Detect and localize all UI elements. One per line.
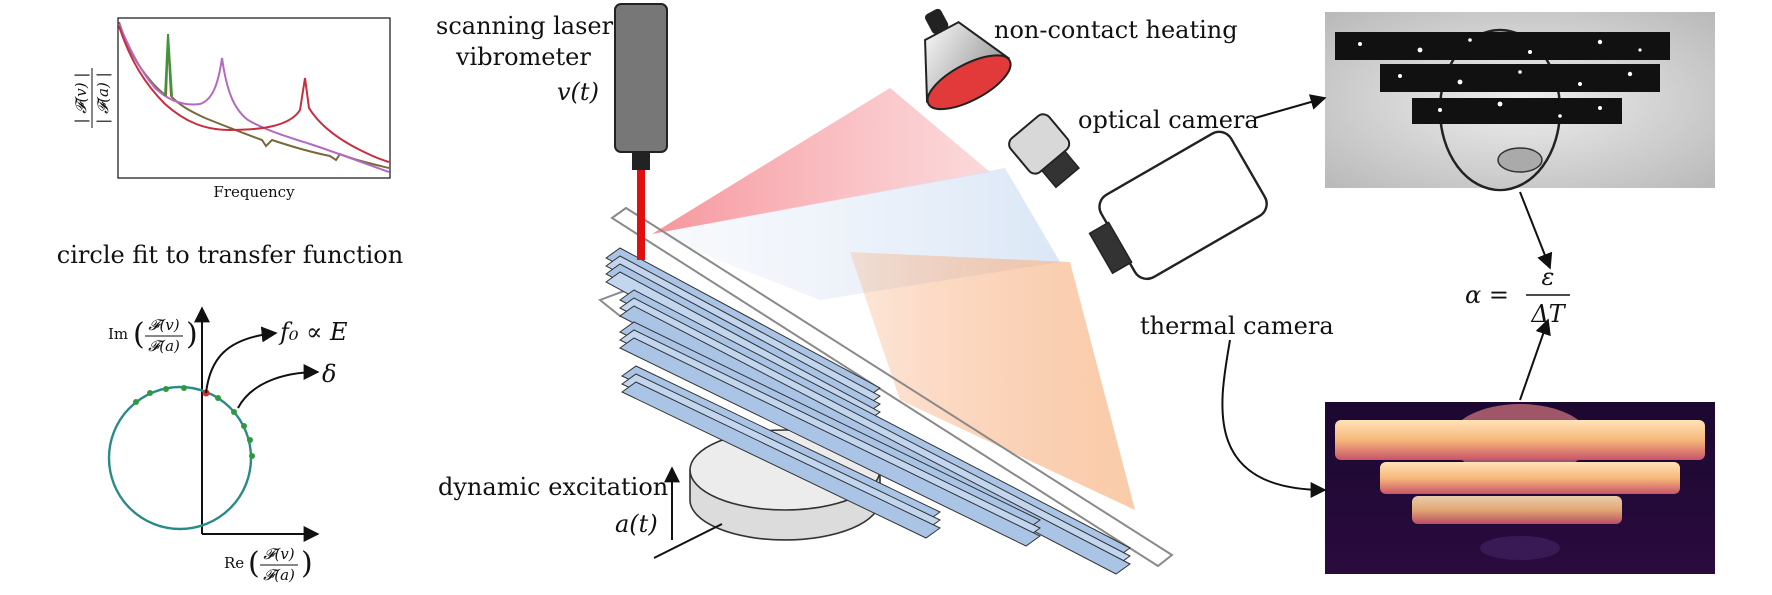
re-label: Re ( 𝓕(v) 𝓕(a) ): [224, 545, 313, 584]
dynamic-excitation-label: dynamic excitation: [438, 473, 668, 501]
im-label: Im ( 𝓕(v) 𝓕(a) ): [108, 316, 198, 355]
beam-stack-mid: [619, 321, 1041, 547]
thermal-camera-cone: [850, 252, 1135, 510]
svg-text:𝓕(v): 𝓕(v): [263, 545, 294, 563]
laser-beam: [637, 170, 645, 260]
thermal-image: [1325, 402, 1715, 574]
curve-red: [118, 25, 390, 163]
optical-camera-label: optical camera: [1078, 106, 1259, 134]
circle-fit-title: circle fit to transfer function: [57, 241, 403, 269]
velocity-label: v(t): [557, 78, 599, 106]
svg-text:𝓕(a): 𝓕(a): [148, 337, 180, 355]
plot-frame: [117, 17, 391, 179]
alpha-formula-denominator: ΔT: [1530, 300, 1566, 328]
f0-arrow: [205, 326, 278, 394]
y-axis-label-transfer: | 𝓕(v) | | 𝓕(a) |: [72, 68, 112, 128]
scanning-laser-label-line2: vibrometer: [455, 43, 591, 71]
optical-camera: [1008, 113, 1080, 189]
svg-text:𝓕(v): 𝓕(v): [148, 316, 179, 334]
non-contact-heating-label: non-contact heating: [994, 16, 1238, 44]
fit-circle: [107, 385, 253, 531]
alpha-formula: α = ε ΔT: [1465, 263, 1570, 328]
curve-purple: [118, 23, 390, 173]
svg-text:): ): [186, 317, 198, 352]
optical-image: [1325, 12, 1715, 192]
heating-cone: [652, 88, 990, 234]
laser-vibrometer: [614, 3, 668, 260]
scanning-laser-label-line1: scanning laser: [436, 12, 614, 40]
delta-label: δ: [322, 360, 336, 388]
alpha-formula-lhs: α =: [1465, 281, 1509, 309]
f0-label: f₀ ∝ E: [278, 318, 348, 346]
svg-text:(: (: [133, 317, 145, 352]
thermal-to-formula-arrow: [1519, 318, 1551, 401]
svg-text:Re: Re: [224, 554, 244, 572]
measurement-points: [133, 385, 255, 459]
curve-green: [164, 33, 173, 97]
optical-camera-arrow: [1254, 94, 1327, 119]
svg-text:(: (: [248, 546, 260, 581]
setup-illustration: [598, 3, 1268, 575]
excitation-pointer: [653, 523, 723, 559]
delta-arrow: [237, 364, 320, 409]
beam-stack-low: [621, 365, 941, 539]
thermal-camera-arrow: [1221, 339, 1327, 498]
thermal-camera: [1088, 130, 1268, 281]
thermal-camera-label: thermal camera: [1140, 312, 1334, 340]
circle-fit-plot: f₀ ∝ E δ Im ( 𝓕(v) 𝓕(a) ) Re ( 𝓕(v) 𝓕(a)…: [107, 306, 348, 584]
frequency-axis-label: Frequency: [213, 183, 295, 201]
acceleration-label: a(t): [615, 510, 658, 538]
svg-text:| 𝓕(a) |: | 𝓕(a) |: [94, 72, 112, 123]
svg-text:| 𝓕(v) |: | 𝓕(v) |: [72, 73, 90, 124]
alpha-formula-numerator: ε: [1542, 263, 1555, 291]
svg-text:𝓕(a): 𝓕(a): [263, 566, 295, 584]
svg-text:Im: Im: [108, 325, 128, 343]
optical-to-formula-arrow: [1519, 191, 1553, 270]
heating-lamp: [924, 8, 1012, 111]
svg-text:): ): [301, 546, 313, 581]
transfer-function-plot: | 𝓕(v) | | 𝓕(a) | Frequency: [72, 17, 391, 201]
